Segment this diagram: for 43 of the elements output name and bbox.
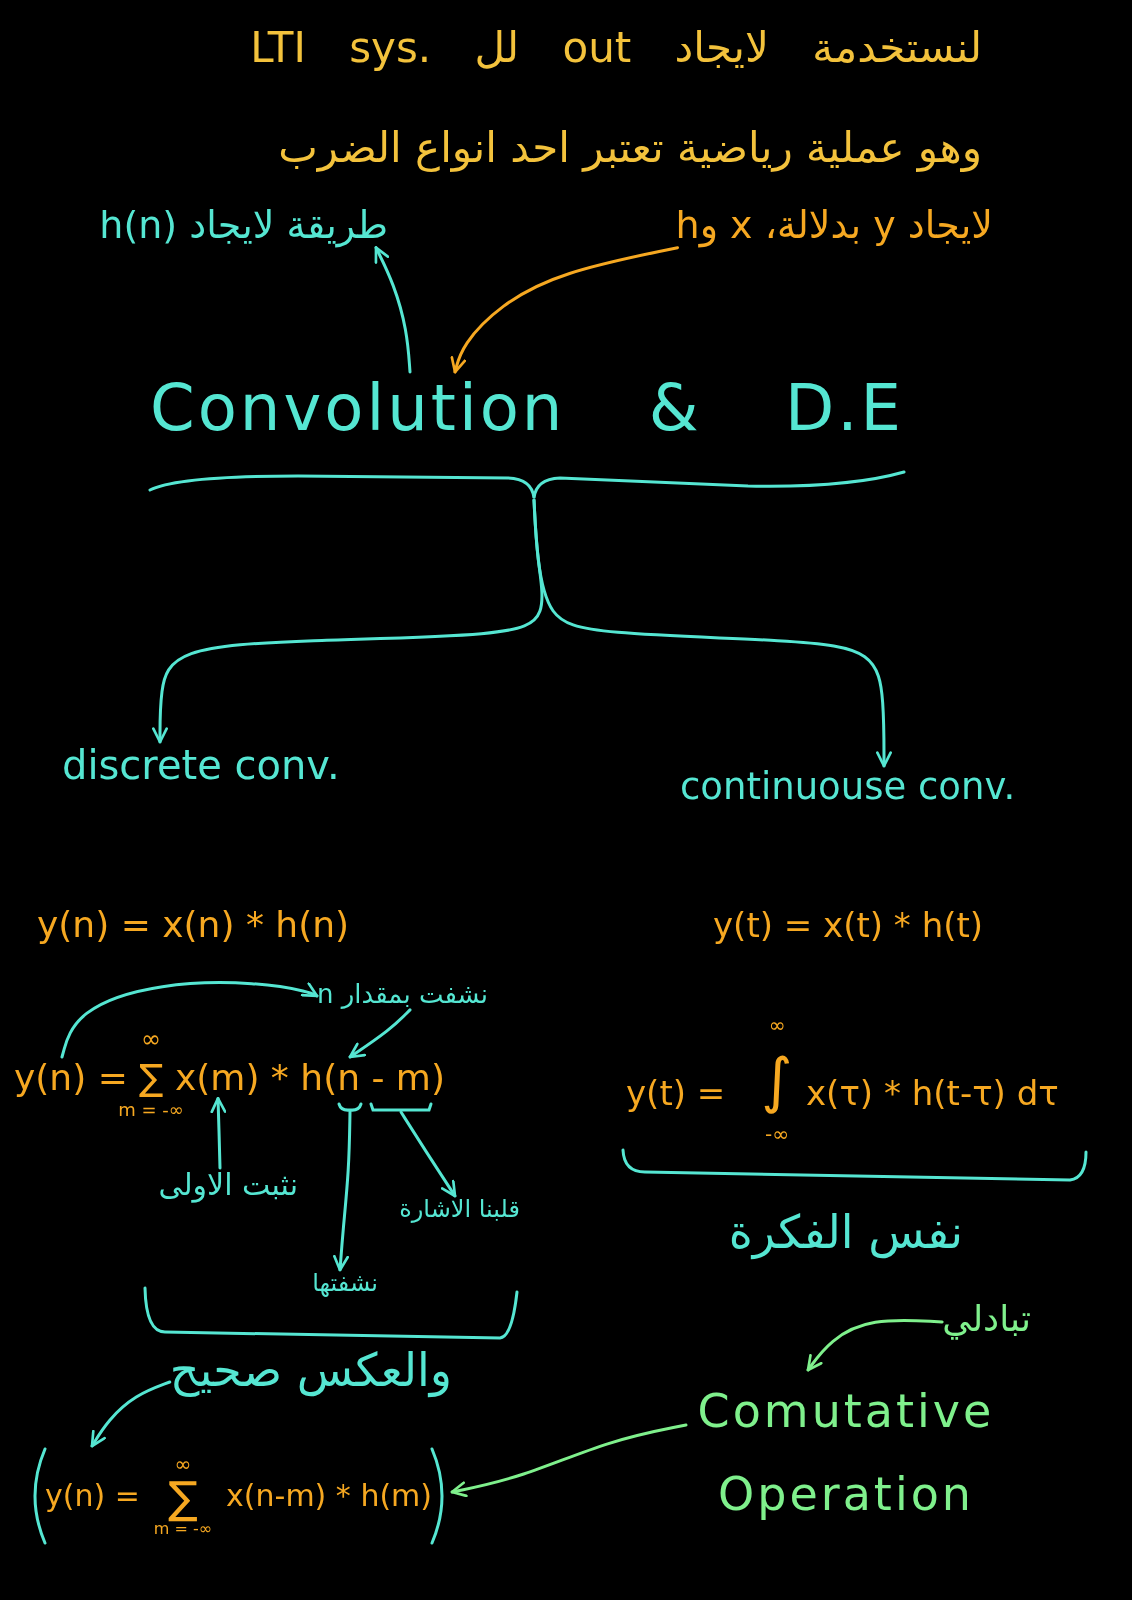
handwritten-note: طريقة لايجاد h(n) [99,204,388,248]
arrow [450,1423,688,1498]
upper-limit: ∞ [141,1026,161,1054]
equation-text: y(n) = [44,1478,140,1514]
annotation-text: نشفت بمقدار n [317,980,488,1010]
branch-arrow [532,498,892,768]
upper-limit: ∞ [174,1453,192,1477]
leader-arrow [210,1096,227,1170]
leader-arrow [333,1110,352,1272]
handwritten-note: لايجاد y بدلالة، x وh [675,204,993,248]
handwritten-note: وهو عملية رياضية تعتبر احد انواع الضرب [278,124,982,173]
equation-text: x(n-m) * h(m) [226,1478,433,1514]
bracket [369,1102,433,1112]
branch-label: discrete conv. [62,742,340,788]
handwritten-note: نفس الفكرة [728,1206,963,1259]
leader-arrow [348,1008,412,1059]
lower-limit: -∞ [765,1123,789,1146]
lower-limit: m = -∞ [118,1100,184,1121]
leader-arrow [399,1110,457,1198]
branch-label: continuouse conv. [680,766,1016,809]
arrow [90,1380,172,1448]
arrow [450,246,680,374]
arrow [806,1318,944,1372]
handwritten-note: والعكس صحيح [169,1344,452,1397]
equation-text: x(τ) * h(t-τ) dτ [806,1074,1059,1114]
handwritten-term: Comutative Operation [686,1370,1006,1536]
handwritten-note: لنستخدمة لايجاد out لل LTI sys. [250,24,982,73]
integral-sign: ∫ [761,1044,793,1117]
annotation-text: نثبت الاولى [158,1168,298,1203]
upper-limit: ∞ [768,1014,786,1037]
handwritten-note: تبادلي [942,1298,1031,1340]
equation: y(t) = x(t) * h(t) [713,906,984,946]
curly-brace [148,470,906,500]
arrow [374,246,412,374]
equation-text: y(t) = [626,1074,726,1114]
equation: y(n) = x(n) * h(n) [37,904,350,946]
leader-arrow [60,981,319,1059]
topic-heading: Convolution & D.E [150,372,905,446]
annotation-text: قلبنا الاشارة [399,1196,520,1224]
summation-sign: ∑ [168,1476,198,1521]
equation: y(n) = ∑ x(m) * h(n - m) [14,1057,445,1099]
bracket [337,1102,363,1112]
annotation-text: نشفتها [312,1270,378,1298]
